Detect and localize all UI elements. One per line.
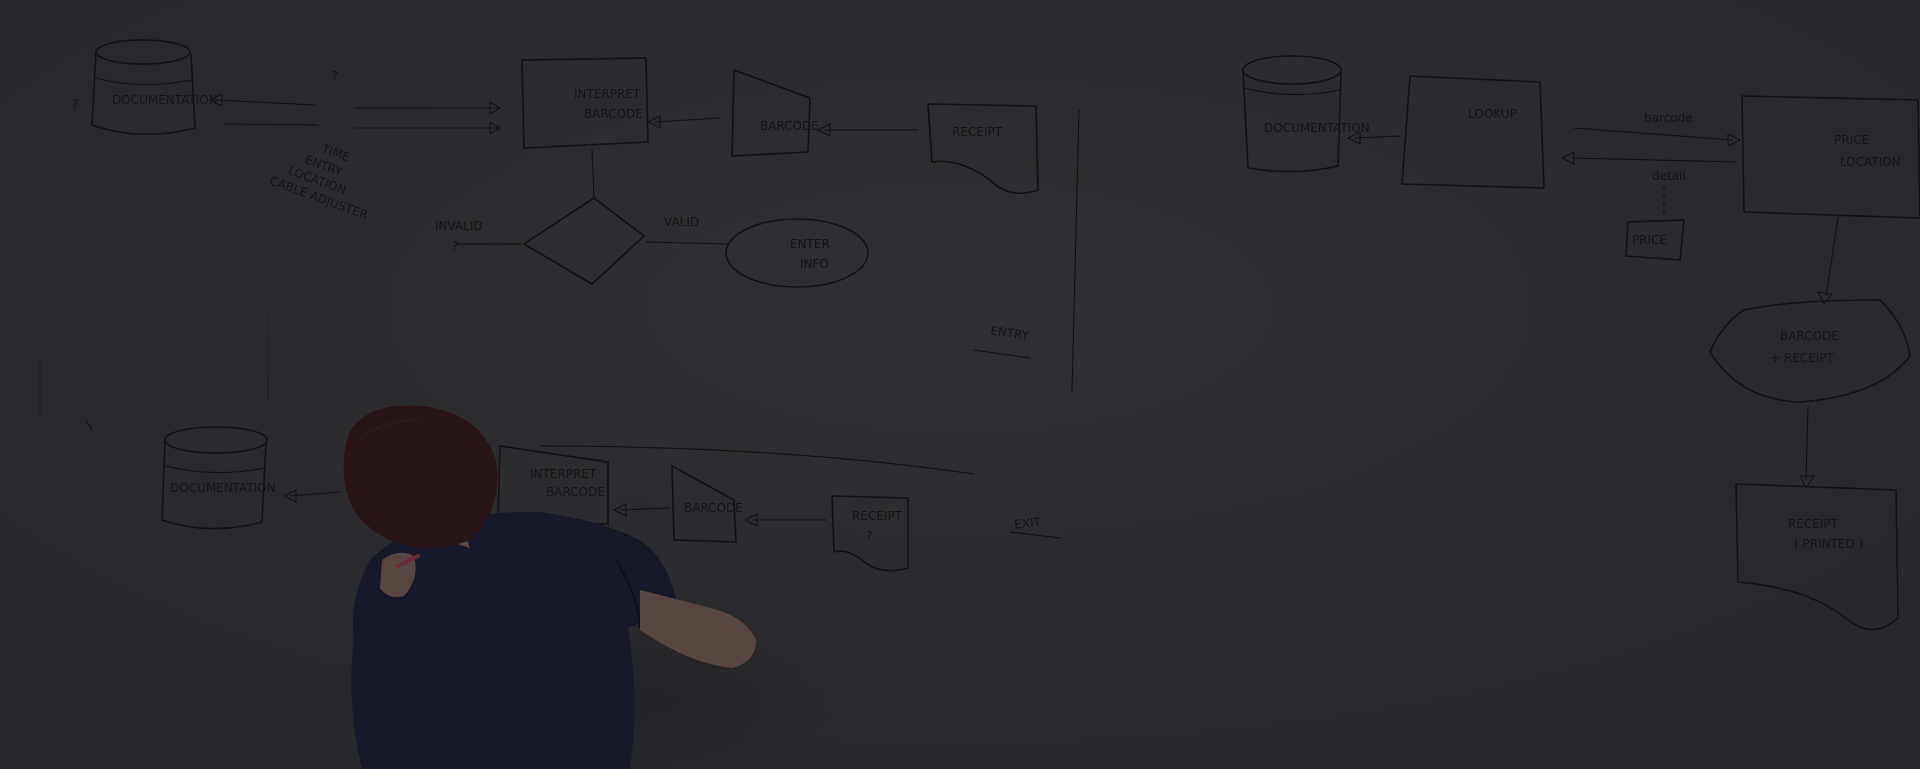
svg-text:EXIT: EXIT <box>1014 515 1043 532</box>
svg-text:DOCUMENTATION: DOCUMENTATION <box>1264 121 1370 135</box>
label-invalid: INVALID <box>435 219 483 233</box>
document-receipt-2: RECEIPT ? <box>831 495 909 572</box>
database-label-1: DOCUMENTATION <box>112 93 218 107</box>
flow-top-left: DOCUMENTATION ? ? TIME ENTRY LOCATION CA… <box>72 39 1080 393</box>
right-arm <box>640 590 756 668</box>
person-writing <box>343 405 840 769</box>
svg-text:RECEIPT: RECEIPT <box>952 125 1003 139</box>
database-documentation-2: DOCUMENTATION <box>161 426 276 530</box>
svg-text:PRICE: PRICE <box>1632 233 1667 247</box>
svg-text:BARCODE: BARCODE <box>760 119 819 133</box>
label-detail-arrow: detail <box>1652 169 1686 183</box>
svg-text:INTERPRET: INTERPRET <box>574 87 641 101</box>
display-barcode-receipt: BARCODE + RECEIPT <box>1709 299 1911 403</box>
svg-text:BARCODE: BARCODE <box>1780 329 1839 343</box>
database-documentation-3: DOCUMENTATION <box>1242 55 1370 173</box>
svg-text:( PRINTED ): ( PRINTED ) <box>1794 537 1863 551</box>
process-price-location: PRICE LOCATION <box>1741 95 1920 219</box>
document-receipt-printed: RECEIPT ( PRINTED ) <box>1735 483 1899 631</box>
svg-text:BARCODE: BARCODE <box>546 485 605 499</box>
svg-text:LOCATION: LOCATION <box>1840 155 1901 169</box>
svg-text:BARCODE: BARCODE <box>684 501 743 515</box>
input-barcode-2: BARCODE <box>671 465 743 543</box>
decision-diamond <box>523 197 645 285</box>
document-receipt-1: RECEIPT <box>927 103 1039 195</box>
shirt <box>351 511 678 769</box>
process-interpret-barcode-1: INTERPRET BARCODE <box>521 57 649 149</box>
svg-text:ENTER: ENTER <box>790 237 830 251</box>
beanie <box>343 405 498 548</box>
question-mark-3: ? <box>452 239 458 253</box>
svg-text:PRICE: PRICE <box>1834 133 1869 147</box>
terminal-enter-info: ENTER INFO <box>725 218 869 288</box>
svg-text:BARCODE: BARCODE <box>584 107 643 121</box>
question-mark-2: ? <box>332 69 338 83</box>
svg-text:RECEIPT: RECEIPT <box>1788 517 1839 531</box>
label-barcode-arrow: barcode <box>1644 111 1693 125</box>
process-interpret-barcode-2: INTERPRET BARCODE <box>497 445 609 525</box>
svg-text:+ RECEIPT: + RECEIPT <box>1770 351 1835 365</box>
price-box: PRICE <box>1625 219 1685 261</box>
label-exit: EXIT <box>1014 515 1043 532</box>
svg-text:DOCUMENTATION: DOCUMENTATION <box>170 481 276 495</box>
question-mark-1: ? <box>72 97 78 111</box>
label-entry: ENTRY <box>989 324 1030 343</box>
label-valid: VALID <box>664 215 699 229</box>
process-lookup: LOOKUP <box>1401 75 1545 189</box>
flow-top-right: DOCUMENTATION LOOKUP barcode detail PRIC… <box>1242 55 1920 631</box>
svg-text:INFO: INFO <box>800 257 829 271</box>
svg-text:?: ? <box>866 529 872 543</box>
svg-text:RECEIPT: RECEIPT <box>852 509 903 523</box>
svg-text:ENTRY: ENTRY <box>989 324 1030 343</box>
svg-text:INTERPRET: INTERPRET <box>530 467 597 481</box>
flow-bottom-left: DOCUMENTATION INTERPRET BARCODE BARCODE … <box>85 419 1061 572</box>
input-barcode-1: BARCODE <box>731 69 819 157</box>
database-documentation-1: DOCUMENTATION <box>91 39 218 136</box>
svg-text:LOOKUP: LOOKUP <box>1468 107 1517 121</box>
